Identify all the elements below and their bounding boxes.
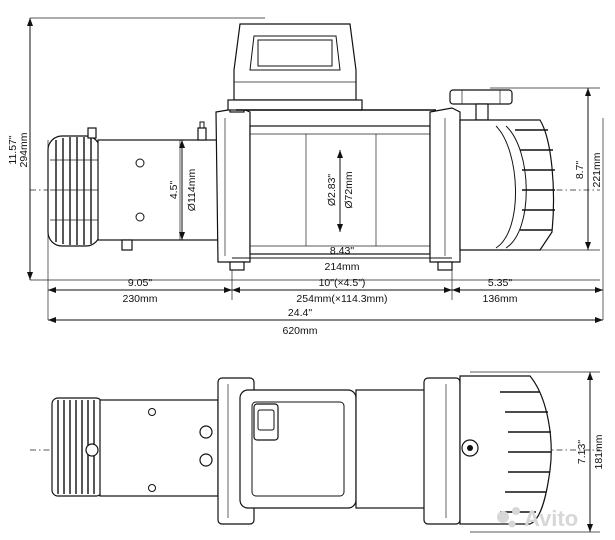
right-end-plate-plan <box>355 377 461 525</box>
dim-drum-diameter-metric: Ø72mm <box>343 171 355 209</box>
dim-motor-diameter-imperial: 4.5" <box>168 181 180 200</box>
motor-end-cap <box>47 127 101 247</box>
top-view <box>30 371 600 533</box>
watermark-text: Avito <box>524 506 578 531</box>
dim-overall-width-imperial: 7.13" <box>576 440 588 464</box>
side-view <box>30 17 604 320</box>
motor-housing <box>97 121 219 251</box>
dim-motor-length-imperial: 9.05" <box>128 277 152 289</box>
dim-gearbox-height-metric: 221mm <box>591 152 603 187</box>
gearbox-plan <box>459 375 552 525</box>
dim-overall-length-metric: 620mm <box>282 325 317 337</box>
right-end-plate <box>429 107 461 271</box>
dim-overall-height: 11.57" 294mm <box>7 18 33 280</box>
control-box <box>227 23 436 111</box>
dim-overall-height-imperial: 11.57" <box>7 135 19 164</box>
dim-gearbox-height: 8.7" 221mm <box>574 88 603 250</box>
dim-row-segments: 9.05" 230mm 10"(×4.5") 254mm(×114.3mm) 5… <box>48 277 603 305</box>
dim-overall-width: 7.13" 181mm <box>576 372 605 532</box>
dim-gearbox-height-imperial: 8.7" <box>574 161 586 180</box>
watermark: Avito <box>497 506 578 531</box>
dim-mount-pattern-metric: 254mm(×114.3mm) <box>296 293 387 305</box>
dim-drum-length-imperial: 8.43" <box>330 245 354 257</box>
gearbox-housing <box>459 119 555 251</box>
clutch-lever <box>449 89 513 121</box>
dim-gearbox-length-metric: 136mm <box>482 293 517 305</box>
dim-motor-diameter-metric: Ø114mm <box>186 169 198 212</box>
left-end-plate <box>215 103 251 271</box>
dim-motor-diameter: 4.5" Ø114mm <box>168 140 198 240</box>
control-box-plan <box>239 389 357 509</box>
dim-motor-length-metric: 230mm <box>122 293 157 305</box>
motor-housing-plan <box>99 399 219 497</box>
dim-overall-length: 24.4" 620mm <box>48 307 603 337</box>
dim-gearbox-length-imperial: 5.35" <box>488 277 512 289</box>
motor-end-cap-plan <box>51 397 103 497</box>
dim-mount-pattern-imperial: 10"(×4.5") <box>319 277 366 289</box>
dim-drum-length-metric: 214mm <box>324 261 359 273</box>
dim-drum-diameter: Ø2.83" Ø72mm <box>326 150 355 232</box>
dim-overall-height-metric: 294mm <box>18 132 30 167</box>
dim-drum-diameter-imperial: Ø2.83" <box>326 174 338 207</box>
dim-drum-length: 8.43" 214mm <box>232 245 452 273</box>
dim-overall-length-imperial: 24.4" <box>288 307 312 319</box>
dim-overall-width-metric: 181mm <box>593 434 605 469</box>
